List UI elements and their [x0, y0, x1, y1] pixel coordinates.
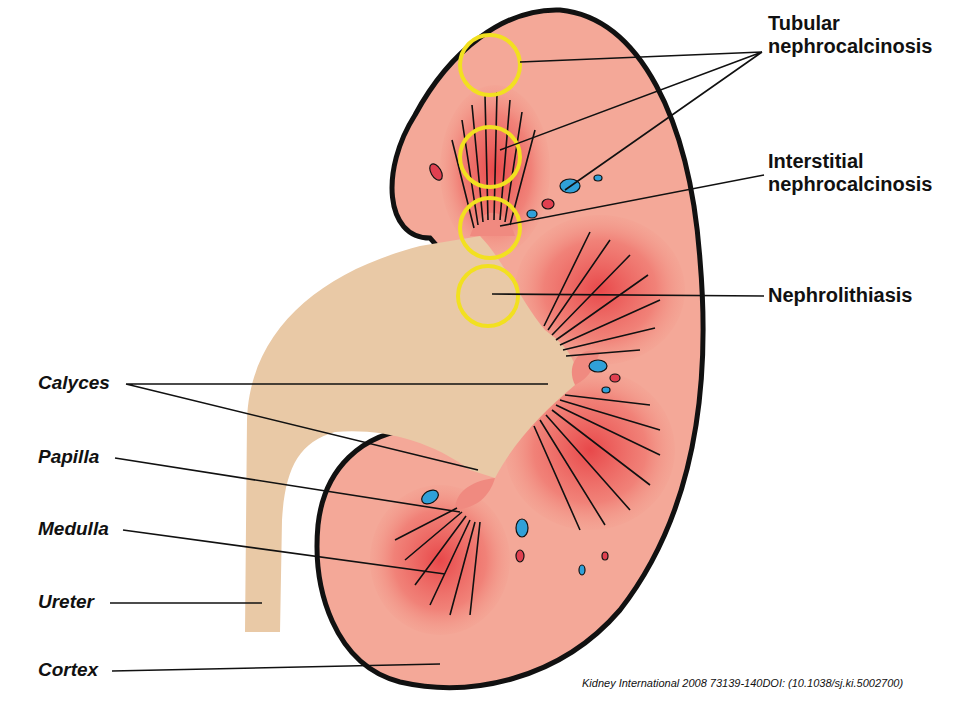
region-label: Nephrolithiasis — [768, 284, 912, 307]
leader-lines — [110, 52, 764, 671]
papilla — [455, 478, 495, 510]
source-note: Kidney International 2008 73139-140DOI: … — [582, 677, 903, 690]
part-label: Cortex — [38, 659, 98, 681]
part-label: Papilla — [38, 446, 99, 468]
vessels — [419, 162, 620, 575]
part-label: Ureter — [38, 591, 94, 613]
region-label: Tubular nephrocalcinosis — [768, 12, 954, 58]
medulla-striations — [395, 92, 660, 615]
part-label: Medulla — [38, 518, 109, 540]
part-label: Calyces — [38, 372, 110, 394]
location-circles — [458, 35, 520, 326]
renal-pelvis — [245, 236, 576, 632]
region-label: Interstitial nephrocalcinosis — [768, 150, 954, 196]
